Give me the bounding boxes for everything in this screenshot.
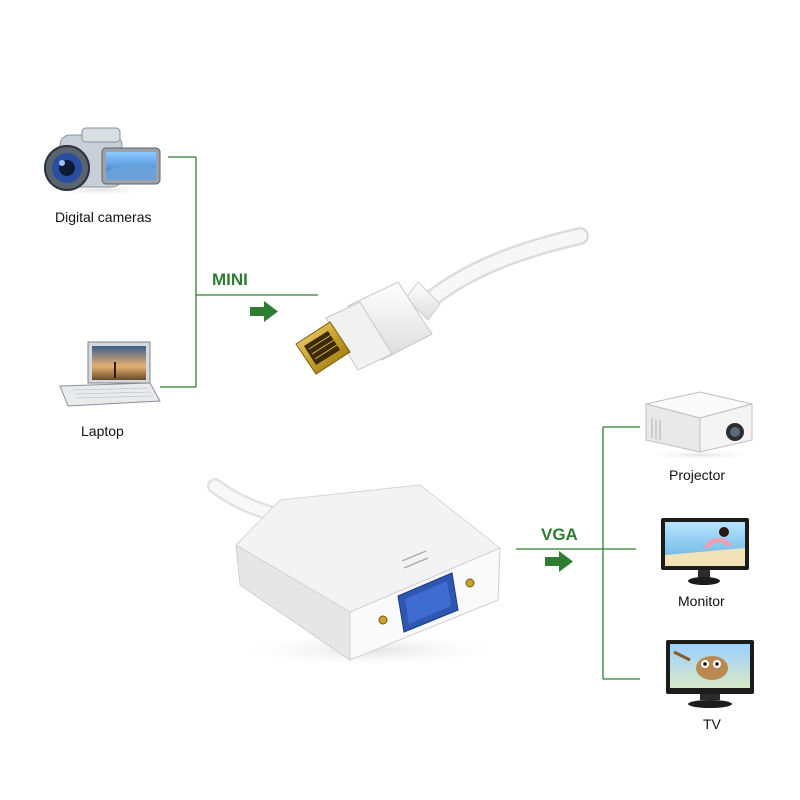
device-label-projector: Projector bbox=[669, 467, 726, 483]
mini-connector-label: MINI bbox=[212, 270, 248, 289]
vga-adapter-icon bbox=[207, 478, 510, 668]
device-label-monitor: Monitor bbox=[678, 593, 725, 609]
mini-arrow-icon bbox=[250, 301, 278, 322]
projector-icon bbox=[640, 391, 760, 460]
device-label-tv: TV bbox=[703, 716, 721, 732]
mini-hdmi-plug-icon bbox=[295, 227, 589, 375]
tv-icon bbox=[666, 640, 754, 708]
camcorder-icon bbox=[40, 127, 161, 196]
vga-arrow-icon bbox=[545, 551, 573, 572]
input-connector-lines bbox=[160, 156, 318, 388]
vga-connector-label: VGA bbox=[541, 525, 578, 544]
output-connector-lines bbox=[516, 426, 640, 680]
monitor-icon bbox=[661, 518, 749, 585]
device-label-laptop: Laptop bbox=[81, 423, 124, 439]
device-label-digital-cameras: Digital cameras bbox=[55, 209, 152, 225]
laptop-icon bbox=[59, 341, 161, 407]
